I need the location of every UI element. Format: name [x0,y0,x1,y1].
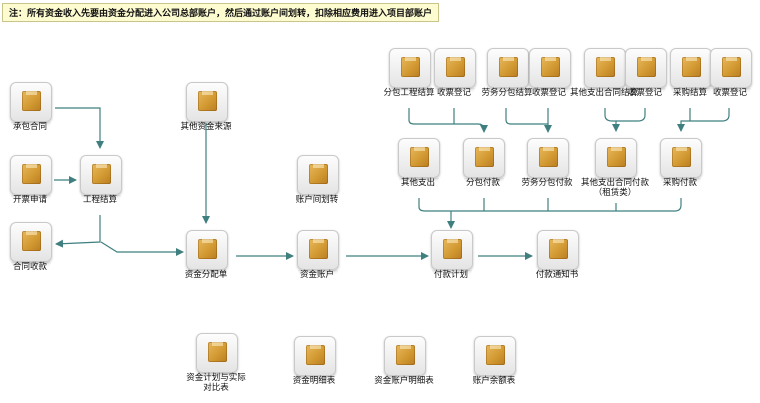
report-plan-vs-actual-icon [196,333,238,379]
edge-settle-to-receipt [55,215,101,248]
node-contract[interactable]: 承包合同 [0,82,70,146]
node-payment-plan[interactable]: 付款计划 [411,230,491,294]
other-contract-payment-icon [595,138,637,184]
sub-payment-icon [463,138,505,184]
fund-allocation-icon [186,230,228,276]
node-labor-payment[interactable]: 劳务分包付款 [507,138,587,202]
payment-plan-icon [431,230,473,276]
node-ticket-reg-1[interactable]: 收票登记 [414,48,494,112]
node-ticket-reg-4[interactable]: 收票登记 [690,48,760,112]
node-other-funds[interactable]: 其他资金来源 [166,82,246,146]
other-contract-settle-icon [584,48,626,94]
fund-account-icon [297,230,339,276]
contract-receipt-icon [10,222,52,268]
edge-sub-pair-to-payment [408,108,488,133]
account-transfer-icon [297,155,339,201]
labor-settle-icon [487,48,529,94]
note-banner: 注：所有资金收入先要由资金分配进入公司总部账户，然后通过账户间划转，扣除相应费用… [2,3,440,22]
node-contract-receipt[interactable]: 合同收款 [0,222,70,286]
node-ticket-reg-2[interactable]: 收票登记 [509,48,589,112]
ticket-reg-2-icon [529,48,571,94]
labor-payment-icon [527,138,569,184]
node-other-contract-payment[interactable]: 其他支出合同付款 （租赁类） [575,138,655,202]
node-fund-account[interactable]: 资金账户 [277,230,357,294]
edge-othercontract-pair-to-payment [604,108,620,132]
edge-purchase-pair-to-payment [677,108,730,132]
report-balance-icon [474,336,516,382]
node-report-fund-detail[interactable]: 资金明细表 [274,336,354,400]
edge-payments-to-plan [418,198,682,212]
ticket-reg-3-icon [625,48,667,94]
node-report-balance[interactable]: 账户余额表 [454,336,534,400]
node-ticket-reg-3[interactable]: 收票登记 [605,48,685,112]
node-labor-settle[interactable]: 劳务分包结算 [467,48,547,112]
ticket-reg-4-icon [710,48,752,94]
node-report-account-detail[interactable]: 资金账户明细表 [364,336,444,400]
node-account-transfer[interactable]: 账户间划转 [277,155,357,219]
node-sub-settle[interactable]: 分包工程结算 [369,48,449,112]
edge-contract-to-settle [55,107,104,149]
other-funds-icon [186,82,228,128]
payment-notice-icon [537,230,579,276]
invoice-apply-icon [10,155,52,201]
node-purchase-payment[interactable]: 采购付款 [640,138,720,202]
purchase-payment-icon [660,138,702,184]
node-report-plan-vs-actual[interactable]: 资金计划与实际对比表 [176,333,256,397]
node-sub-payment[interactable]: 分包付款 [443,138,523,202]
engineering-settle-icon [80,155,122,201]
report-fund-detail-icon [294,336,336,382]
node-other-expense[interactable]: 其他支出 [378,138,458,202]
node-payment-notice[interactable]: 付款通知书 [517,230,597,294]
edge-receipt-to-allocation [100,241,184,256]
node-engineering-settle[interactable]: 工程结算 [60,155,140,219]
node-fund-allocation[interactable]: 资金分配单 [166,230,246,294]
node-other-contract-settle[interactable]: 其他支出合同结算 [564,48,644,112]
other-expense-icon [398,138,440,184]
contract-icon [10,82,52,128]
edge-labor-pair-to-payment [505,108,552,133]
ticket-reg-1-icon [434,48,476,94]
node-invoice-apply[interactable]: 开票申请 [0,155,70,219]
report-account-detail-icon [384,336,426,382]
sub-settle-icon [389,48,431,94]
